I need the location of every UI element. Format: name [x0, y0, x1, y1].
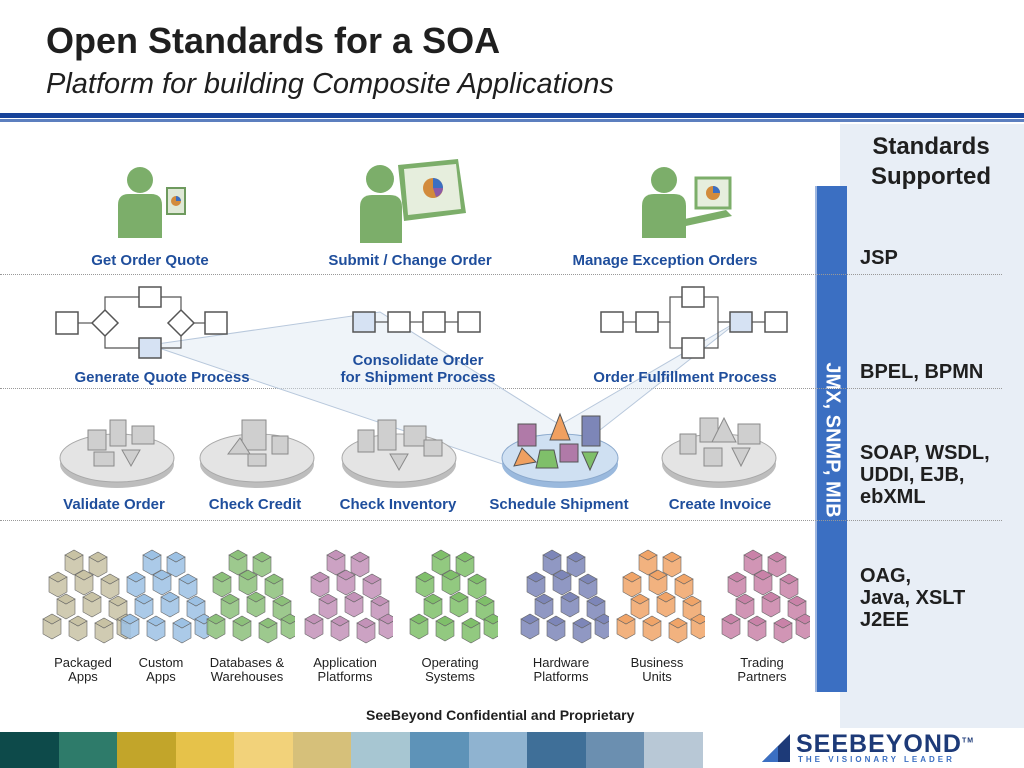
management-bar-label: JMX, SNMP, MIB [821, 362, 844, 518]
seebeyond-logo-icon [762, 734, 790, 762]
validate-order-service-icon [59, 419, 175, 488]
management-bar [815, 186, 847, 692]
system-cluster-icon [616, 549, 705, 644]
header-divider-light [0, 119, 1024, 122]
system-cluster-icon [206, 549, 295, 644]
service-label-validate-order: Validate Order [63, 496, 165, 513]
generate-quote-flow-icon [55, 286, 228, 359]
process-label-order-fulfillment: Order Fulfillment Process [593, 369, 777, 386]
user-with-laptop-icon [642, 167, 732, 238]
page-title: Open Standards for a SOA [46, 20, 501, 61]
user-with-screen-icon [360, 159, 466, 243]
user-label-get-order-quote: Get Order Quote [91, 252, 209, 269]
header-divider [0, 113, 1024, 118]
check-inventory-service-icon [341, 419, 457, 488]
logo-tagline: THE VISIONARY LEADER [798, 755, 955, 764]
user-label-submit-change-order: Submit / Change Order [328, 252, 492, 269]
standard-bpel: BPEL, BPMN [860, 361, 984, 383]
system-label: Databases &Warehouses [209, 655, 285, 684]
system-cluster-icon [520, 549, 609, 644]
page-subtitle: Platform for building Composite Applicat… [46, 68, 614, 100]
system-cluster-icon [304, 549, 393, 644]
confidential-notice: SeeBeyond Confidential and Proprietary [366, 707, 635, 723]
user-with-monitor-icon [118, 167, 186, 238]
system-cluster-icon [409, 549, 498, 644]
service-label-create-invoice: Create Invoice [668, 496, 772, 513]
process-label-consolidate-order: Consolidate Order for Shipment Process [340, 352, 496, 386]
order-fulfillment-flow-icon [600, 286, 788, 359]
process-label-generate-quote: Generate Quote Process [74, 369, 250, 386]
logo-wordmark: SEEBEYONDTM [796, 730, 975, 758]
service-label-schedule-shipment: Schedule Shipment [489, 496, 629, 513]
create-invoice-service-icon [661, 416, 777, 488]
row-divider [0, 274, 1002, 275]
standard-soap: SOAP, WSDL, UDDI, EJB, ebXML [860, 442, 990, 508]
standards-panel [840, 124, 1024, 728]
standard-jsp: JSP [860, 247, 898, 269]
check-credit-service-icon [199, 419, 315, 488]
standard-oag: OAG, Java, XSLT J2EE [860, 565, 966, 631]
photo-strip [0, 732, 703, 768]
consolidate-order-flow-icon [352, 311, 481, 333]
service-label-check-inventory: Check Inventory [339, 496, 457, 513]
user-label-manage-exception-orders: Manage Exception Orders [572, 252, 758, 269]
service-label-check-credit: Check Credit [208, 496, 302, 513]
system-cluster-icon [120, 549, 209, 644]
system-cluster-icon [721, 549, 810, 644]
row-divider [0, 520, 1002, 521]
standards-title: Standards Supported [871, 133, 991, 190]
schedule-shipment-service-icon [501, 412, 619, 488]
